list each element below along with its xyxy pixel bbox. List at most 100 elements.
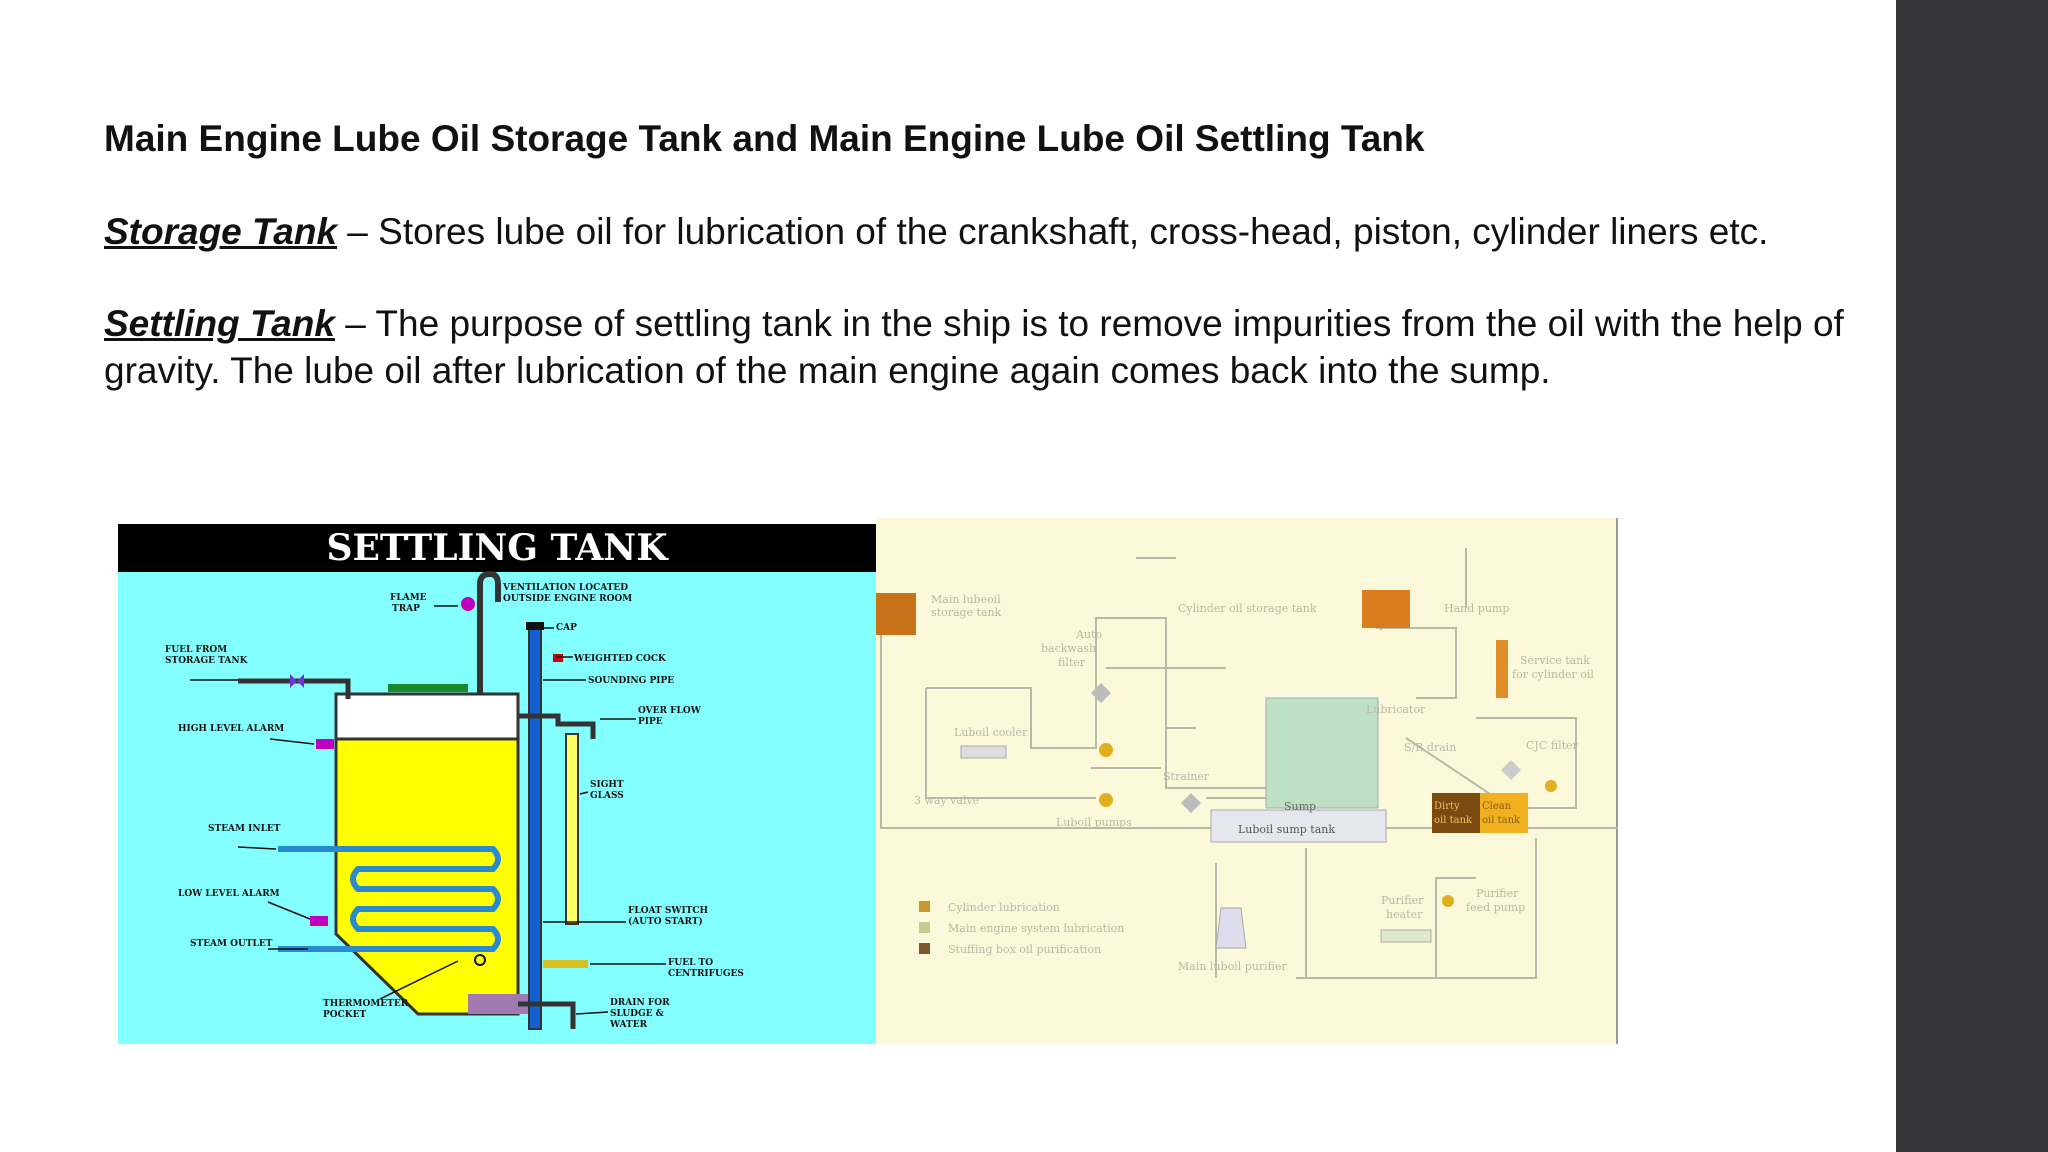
storage-tank-paragraph: Storage Tank – Stores lube oil for lubri…: [104, 208, 1884, 255]
tank-headspace: [334, 692, 520, 741]
settling-tank-term: Settling Tank: [104, 303, 335, 344]
sounding-cap: [526, 622, 544, 630]
label-weighted-cock: WEIGHTED COCK: [573, 654, 667, 664]
high-level-alarm-sensor: [316, 739, 334, 749]
clean-oil-tank: [1480, 793, 1528, 833]
lube-oil-system-diagram: Main lubeoil storage tank Cylinder oil s…: [876, 518, 1618, 1044]
settling-tank-text: – The purpose of settling tank in the sh…: [104, 303, 1844, 391]
label-low-level-alarm: LOW LEVEL ALARM: [178, 889, 280, 899]
label-service-2: for cylinder oil: [1512, 668, 1594, 681]
label-thermometer-2: POCKET: [323, 1010, 366, 1020]
diagram-title-bar: [118, 524, 876, 572]
legend-label-2: Main engine system lubrication: [948, 922, 1124, 935]
label-flame-trap-2: TRAP: [392, 604, 420, 614]
label-pumps: Luboil pumps: [1056, 816, 1132, 829]
label-drain-2: SLUDGE &: [610, 1009, 664, 1019]
strainer: [1181, 793, 1201, 813]
storage-tank-text: – Stores lube oil for lubrication of the…: [337, 211, 1769, 252]
label-feed-2: feed pump: [1466, 901, 1525, 914]
luboil-sump-tank: [1210, 809, 1387, 843]
label-cooler: Luboil cooler: [954, 726, 1028, 739]
label-over-flow-1: OVER FLOW: [638, 706, 702, 716]
storage-tank-term: Storage Tank: [104, 211, 338, 252]
thermometer-pocket: [474, 954, 486, 966]
fuel-inlet-pipe: [238, 678, 351, 699]
legend-label-1: Cylinder lubrication: [948, 901, 1060, 914]
sludge-layer: [468, 994, 528, 1014]
label-float-switch-2: (AUTO START): [628, 916, 703, 927]
sight-glass: [565, 733, 579, 925]
overflow-pipe: [518, 713, 596, 739]
settling-tank-paragraph: Settling Tank – The purpose of settling …: [104, 300, 1884, 394]
tank-manhole: [388, 684, 468, 692]
label-fuel-from-2: STORAGE TANK: [165, 656, 249, 666]
label-steam-outlet: STEAM OUTLET: [190, 939, 273, 949]
label-sump: Sump: [1284, 800, 1316, 813]
low-level-alarm-sensor: [310, 916, 328, 926]
weighted-cock: [553, 654, 563, 662]
sounding-pipe: [528, 628, 542, 1030]
label-high-level-alarm: HIGH LEVEL ALARM: [178, 724, 284, 734]
luboil-pump-1: [1099, 743, 1113, 757]
label-cyl-storage: Cylinder oil storage tank: [1178, 602, 1317, 615]
cjc-filter: [1501, 760, 1521, 780]
backwash-filter: [1091, 683, 1111, 703]
label-float-switch-1: FLOAT SWITCH: [628, 906, 709, 916]
label-sight-glass-1: SIGHT: [590, 780, 624, 790]
label-over-flow-2: PIPE: [638, 717, 663, 727]
label-purifier: Main luboil purifier: [1178, 960, 1287, 973]
cylinder-oil-service-tank: [1496, 640, 1508, 698]
label-drain-3: WATER: [609, 1020, 648, 1030]
label-cap: CAP: [556, 623, 577, 633]
annotation-arrows: [190, 605, 666, 1015]
label-storage-1: Main lubeoil: [931, 593, 1001, 606]
inlet-valve: [290, 674, 304, 688]
label-backwash-1: Auto: [1075, 628, 1102, 641]
label-valve: 3 way valve: [914, 794, 979, 807]
drain-pipe: [518, 1001, 576, 1029]
label-dirty-1: Dirty: [1434, 801, 1460, 812]
label-purifier-heater-1: Purifier: [1381, 894, 1424, 907]
label-vent-2: OUTSIDE ENGINE ROOM: [503, 594, 632, 604]
label-service-1: Service tank: [1520, 654, 1590, 667]
luboil-pump-2: [1099, 793, 1113, 807]
label-dirty-2: oil tank: [1434, 815, 1473, 826]
cjc-pump: [1545, 780, 1557, 792]
vent-pipe: [477, 570, 501, 694]
settling-tank-diagram: SETTLING TANK FLAME TRAP: [118, 524, 876, 1044]
slide-title: Main Engine Lube Oil Storage Tank and Ma…: [104, 118, 1425, 159]
cylinder-oil-storage-tank: [1362, 590, 1410, 628]
diagram-background: [876, 518, 1618, 1044]
label-fuel-from-1: FUEL FROM: [165, 645, 227, 655]
label-sb-drain: S/B drain: [1404, 741, 1456, 754]
label-clean-1: Clean: [1482, 801, 1512, 812]
label-purifier-heater-2: heater: [1386, 908, 1423, 921]
label-cjc: CJC filter: [1526, 739, 1579, 752]
main-luboil-purifier: [1215, 907, 1247, 949]
purifier-feed-pump: [1442, 895, 1454, 907]
label-drain-1: DRAIN FOR: [610, 998, 670, 1008]
label-thermometer-1: THERMOMETER: [323, 999, 409, 1009]
label-flame-trap-1: FLAME: [390, 593, 427, 603]
label-feed-1: Purifier: [1476, 887, 1519, 900]
label-steam-inlet: STEAM INLET: [208, 824, 281, 834]
label-backwash-3: filter: [1058, 656, 1086, 669]
label-backwash-2: backwash: [1041, 642, 1096, 655]
label-storage-2: storage tank: [931, 606, 1002, 619]
label-sump-tank: Luboil sump tank: [1238, 823, 1335, 836]
label-sight-glass-2: GLASS: [590, 791, 624, 801]
legend-label-3: Stuffing box oil purification: [948, 943, 1101, 956]
label-strainer: Strainer: [1163, 770, 1210, 783]
legend-swatch-cylinder: [919, 901, 930, 912]
main-engine: [1265, 697, 1379, 809]
luboil-cooler: [960, 745, 1007, 759]
label-vent-1: VENTILATION LOCATED: [502, 583, 628, 593]
legend-swatch-main-engine: [919, 922, 930, 933]
label-lubricator: Lubricator: [1366, 703, 1426, 716]
main-lubeoil-storage-tank: [876, 593, 916, 635]
label-sounding-pipe: SOUNDING PIPE: [588, 676, 674, 686]
purifier-heater: [1380, 929, 1432, 943]
diagram-title: SETTLING TANK: [326, 527, 669, 569]
slide: Main Engine Lube Oil Storage Tank and Ma…: [104, 118, 1884, 1044]
right-sidebar: [1896, 0, 2048, 1152]
